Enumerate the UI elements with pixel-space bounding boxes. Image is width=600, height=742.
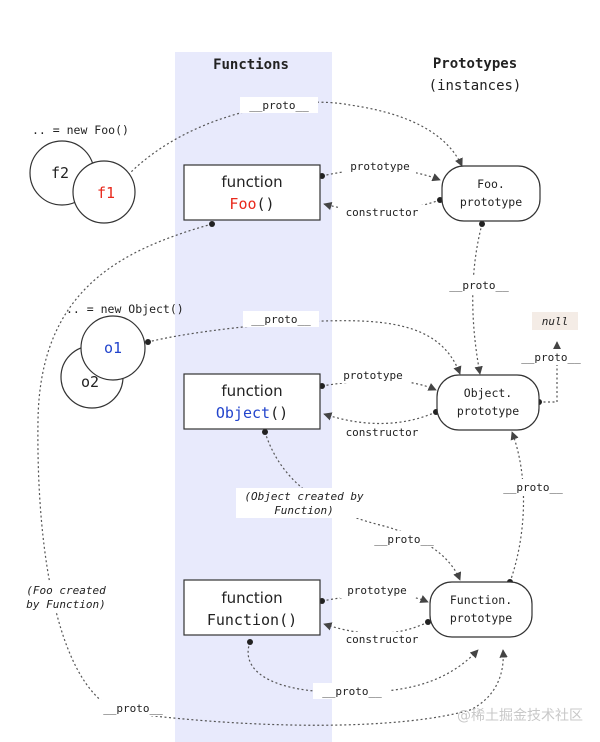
proto-label-objectproto: __proto__ bbox=[521, 351, 581, 364]
object-created-label-1: (Object created by bbox=[244, 490, 364, 503]
function-prototype-line2: prototype bbox=[450, 611, 512, 625]
object-prototype-link bbox=[321, 379, 437, 391]
f1-proto-link bbox=[124, 101, 463, 179]
foo-prototype-line2: prototype bbox=[460, 195, 522, 209]
dot-o1 bbox=[145, 339, 151, 345]
foo-prototype-link bbox=[321, 168, 441, 182]
foo-function-name: Foo() bbox=[229, 195, 274, 213]
foo-new-label: .. = new Foo() bbox=[32, 123, 129, 137]
function-function-box bbox=[183, 579, 321, 636]
proto-label-f1: __proto__ bbox=[249, 99, 309, 112]
watermark: @稀土掘金技术社区 bbox=[457, 708, 583, 724]
function-function-name: Function() bbox=[207, 611, 297, 629]
f2-label: f2 bbox=[51, 164, 69, 182]
constructor-label-foo: constructor bbox=[346, 206, 419, 219]
foo-proto-link bbox=[37, 223, 508, 726]
object-prototype-line2: prototype bbox=[457, 404, 519, 418]
object-parens-text: () bbox=[270, 404, 288, 422]
prototype-label-object: prototype bbox=[343, 369, 403, 382]
dot-fooproto-proto bbox=[479, 221, 485, 227]
fooproto-proto-link bbox=[472, 223, 483, 375]
function-prototype-box bbox=[429, 581, 533, 638]
proto-label-o1: __proto__ bbox=[251, 313, 311, 326]
function-prototype-line1: Function. bbox=[450, 593, 512, 607]
proto-label-object: __proto__ bbox=[374, 533, 434, 546]
foo-name-text: Foo bbox=[229, 195, 256, 213]
object-function-name: Object() bbox=[216, 404, 288, 422]
object-prototype-box bbox=[436, 374, 540, 431]
edge-labels: __proto__ prototype constructor __proto_… bbox=[20, 97, 592, 716]
instances-header: (instances) bbox=[429, 78, 522, 94]
o2-label: o2 bbox=[81, 373, 99, 391]
object-constructor-link bbox=[323, 411, 437, 425]
object-prototype-line1: Object. bbox=[464, 386, 512, 400]
o1-label: o1 bbox=[104, 339, 122, 357]
constructor-label-object: constructor bbox=[346, 426, 419, 439]
functionproto-proto-link bbox=[509, 431, 525, 583]
dot-functionproto-constructor bbox=[425, 619, 431, 625]
object-proto-link bbox=[264, 431, 462, 581]
foo-parens-text: () bbox=[257, 195, 275, 213]
object-name-text: Object bbox=[216, 404, 270, 422]
foo-created-label-2: by Function) bbox=[26, 598, 105, 611]
function-constructor-link bbox=[323, 621, 429, 635]
dot-function-proto bbox=[247, 639, 253, 645]
null-label: null bbox=[542, 315, 569, 328]
f1-circle bbox=[72, 160, 136, 224]
object-created-label-2: Function) bbox=[274, 504, 334, 517]
dot-foo-proto bbox=[209, 221, 215, 227]
proto-label-function: __proto__ bbox=[322, 685, 382, 698]
proto-label-functionproto: __proto__ bbox=[503, 481, 563, 494]
proto-label-fooproto: __proto__ bbox=[449, 279, 509, 292]
dot-object-proto bbox=[262, 429, 268, 435]
o1-circle bbox=[80, 315, 146, 381]
foo-function-box bbox=[183, 164, 321, 221]
function-function-keyword: function bbox=[221, 589, 282, 607]
foo-function-keyword: function bbox=[221, 173, 282, 191]
object-function-keyword: function bbox=[221, 382, 282, 400]
prototypes-header: Prototypes bbox=[433, 56, 517, 72]
f1-label: f1 bbox=[97, 184, 115, 202]
foo-prototype-line1: Foo. bbox=[477, 177, 505, 191]
function-prototype-link bbox=[321, 593, 429, 603]
object-function-box bbox=[183, 373, 321, 430]
foo-created-label-1: (Foo created bbox=[26, 584, 106, 597]
object-new-label: .. = new Object() bbox=[66, 302, 184, 316]
prototype-label-foo: prototype bbox=[350, 160, 410, 173]
objectproto-proto-null-link bbox=[539, 341, 562, 403]
prototype-label-function: prototype bbox=[347, 584, 407, 597]
proto-label-foo: __proto__ bbox=[103, 702, 163, 715]
foo-prototype-box bbox=[441, 165, 541, 222]
functions-header: Functions bbox=[213, 57, 289, 73]
constructor-label-function: constructor bbox=[346, 633, 419, 646]
